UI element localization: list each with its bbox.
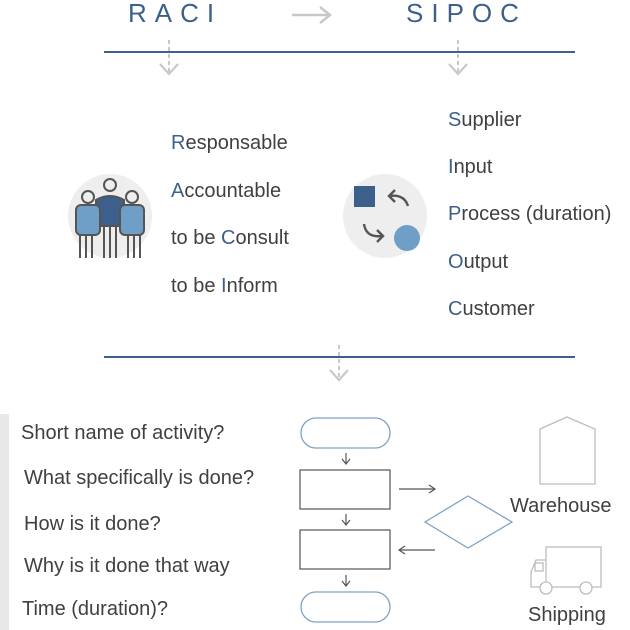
sipoc-item-input: Input xyxy=(448,156,493,178)
raci-item-consult: to be Consult xyxy=(171,227,289,249)
middle-divider xyxy=(104,356,575,358)
raci-item-inform: to be Inform xyxy=(171,275,278,297)
sipoc-item-supplier: Supplier xyxy=(448,109,522,131)
flow-process-box xyxy=(299,469,391,510)
warehouse-house-icon xyxy=(539,416,596,485)
sipoc-item-customer: Customer xyxy=(448,298,535,320)
shipping-label: Shipping xyxy=(528,604,606,626)
delivery-truck-icon xyxy=(530,546,602,595)
exchange-cycle-icon xyxy=(343,174,427,258)
flow-arrow-icon xyxy=(341,575,351,587)
left-accent-bar xyxy=(0,414,9,630)
flow-arrow-icon xyxy=(341,514,351,526)
flow-process-box xyxy=(299,529,391,570)
sipoc-item-output: Output xyxy=(448,251,509,273)
flow-start-terminator xyxy=(300,417,391,449)
flow-end-terminator xyxy=(300,591,391,623)
question-how: How is it done? xyxy=(24,513,161,535)
team-people-icon xyxy=(68,174,152,258)
raci-title: RACI xyxy=(128,0,223,28)
raci-item-responsable: Responsable xyxy=(171,132,288,154)
question-time: Time (duration)? xyxy=(22,598,168,620)
flow-arrow-right-icon xyxy=(399,484,437,494)
sipoc-title: SIPOC xyxy=(406,0,527,28)
right-arrow-icon xyxy=(292,6,333,24)
sipoc-item-process: Process (duration) xyxy=(448,203,612,225)
down-arrow-icon xyxy=(329,345,349,382)
top-divider xyxy=(104,51,575,53)
down-arrow-icon xyxy=(159,40,179,76)
question-short-name: Short name of activity? xyxy=(21,422,225,444)
question-what: What specifically is done? xyxy=(24,467,255,489)
flow-decision-diamond xyxy=(423,495,514,549)
down-arrow-icon xyxy=(448,40,468,76)
flow-arrow-left-icon xyxy=(397,545,435,555)
flow-arrow-icon xyxy=(341,453,351,465)
question-why: Why is it done that way xyxy=(24,555,230,577)
raci-item-accountable: Accountable xyxy=(171,180,282,202)
warehouse-label: Warehouse xyxy=(510,495,612,517)
